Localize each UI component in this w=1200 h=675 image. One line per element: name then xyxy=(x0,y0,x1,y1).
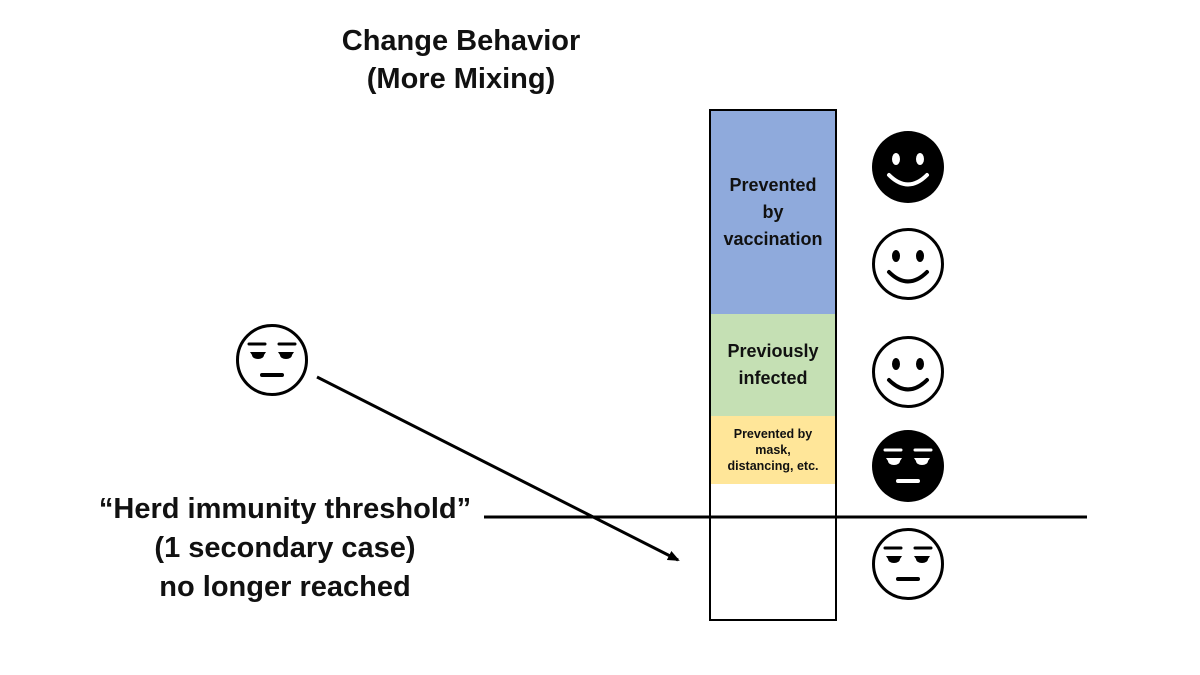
segment-label-line: Previously xyxy=(727,341,819,361)
threshold-label: “Herd immunity threshold” (1 secondary c… xyxy=(40,490,530,607)
threshold-line-1: “Herd immunity threshold” xyxy=(98,493,472,525)
smiling-face-outline-icon xyxy=(872,228,944,300)
neutral-face-outline-icon xyxy=(872,528,944,600)
title-line-2: (More Mixing) xyxy=(366,63,556,95)
smiling-face-filled-icon xyxy=(872,131,944,203)
segment-label-line: by xyxy=(762,201,784,222)
segment-label-line: Prevented by xyxy=(733,427,813,441)
threshold-line-2: (1 secondary case) xyxy=(154,532,416,564)
neutral-face-outline-icon xyxy=(236,324,308,396)
diagram-title: Change Behavior (More Mixing) xyxy=(300,22,622,98)
threshold-line-3: no longer reached xyxy=(159,571,411,603)
segment-label-line: mask, xyxy=(755,443,791,457)
segment-prevented-by-mask: Prevented by mask, distancing, etc. xyxy=(710,416,836,484)
smiling-face-outline-icon xyxy=(872,336,944,408)
segment-label-line: distancing, etc. xyxy=(727,459,819,473)
segment-label-line: Prevented xyxy=(729,174,817,195)
arrow-line xyxy=(316,375,680,562)
segment-label-line: infected xyxy=(738,368,808,388)
immunity-bar-outline xyxy=(709,109,837,621)
segment-label-line: vaccination xyxy=(723,228,823,249)
segment-prevented-by-vaccination: Prevented by vaccination xyxy=(710,110,836,314)
segment-previously-infected: Previously infected xyxy=(710,314,836,416)
neutral-face-filled-icon xyxy=(872,430,944,502)
title-line-1: Change Behavior xyxy=(341,25,581,57)
